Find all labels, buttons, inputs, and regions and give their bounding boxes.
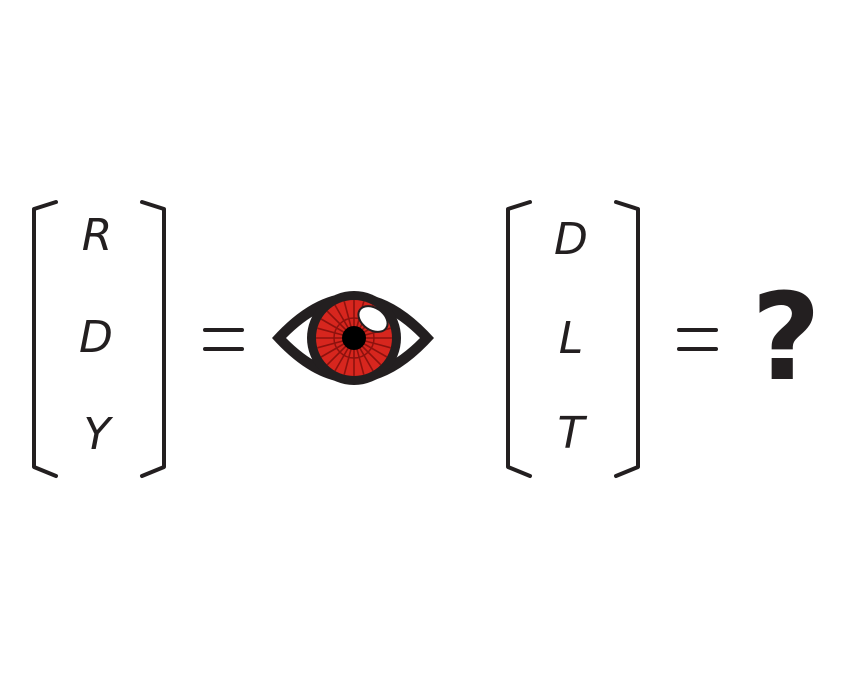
left-matrix-open-bracket	[32, 200, 58, 478]
left-matrix-entry-1: R	[82, 210, 113, 261]
right-matrix-entry-3: T	[558, 408, 588, 459]
right-matrix	[506, 200, 640, 478]
right-matrix-entry-2: L	[559, 313, 584, 364]
right-matrix-entries: D L T	[554, 214, 588, 459]
left-matrix-entry-2: D	[79, 312, 113, 363]
eye-highlight	[357, 305, 389, 333]
left-matrix-close-bracket	[140, 200, 166, 478]
right-matrix-entry-1: D	[554, 214, 588, 265]
right-matrix-open-bracket	[506, 200, 532, 478]
left-matrix	[32, 200, 166, 478]
left-matrix-entries: R D Y	[79, 210, 114, 460]
eye-icon	[272, 291, 434, 385]
eye-pupil	[342, 326, 366, 350]
right-matrix-close-bracket	[614, 200, 640, 478]
equals-sign-1	[203, 328, 244, 351]
answer-question-mark: ?	[751, 269, 821, 408]
left-matrix-entry-3: Y	[84, 409, 114, 460]
equals-sign-2	[677, 328, 718, 351]
eye-inner-ring	[333, 317, 375, 359]
